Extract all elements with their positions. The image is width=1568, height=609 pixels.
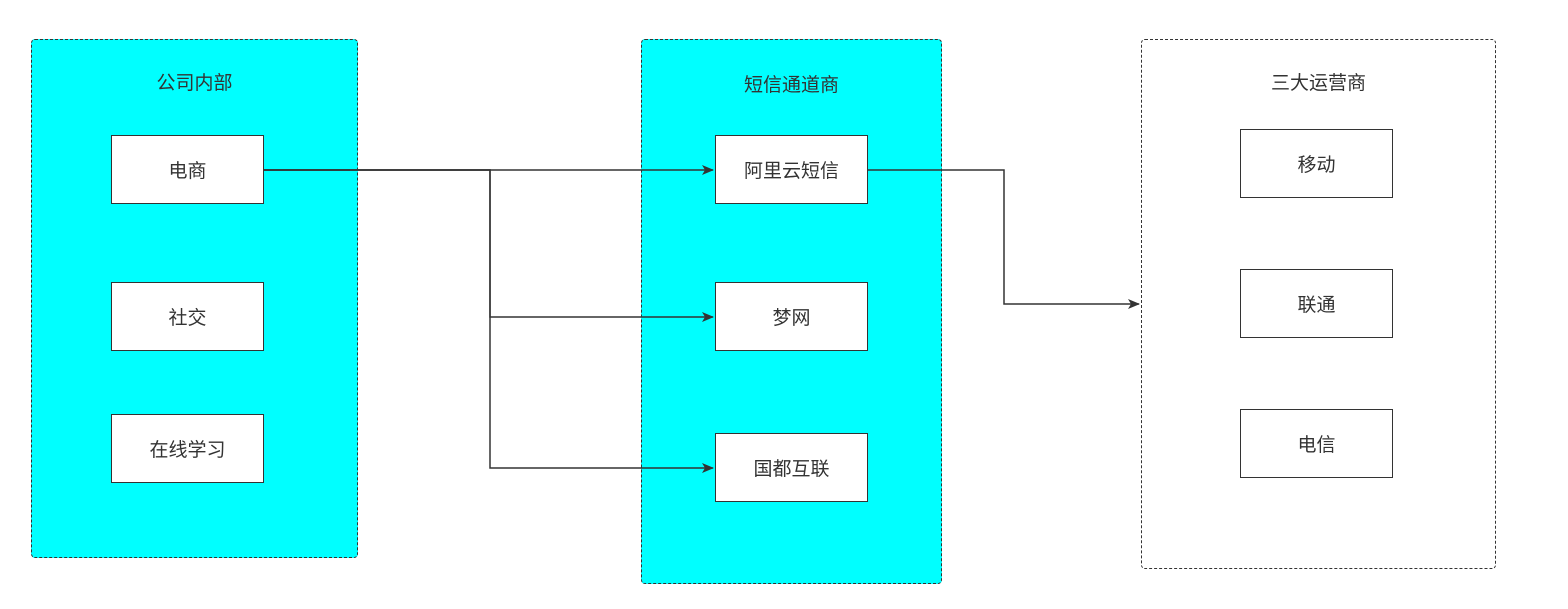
group-title-channels: 短信通道商 xyxy=(743,74,839,96)
node-china-unicom[interactable]: 联通 xyxy=(1240,269,1393,338)
node-social[interactable]: 社交 xyxy=(111,282,264,351)
node-aliyun-sms[interactable]: 阿里云短信 xyxy=(715,135,868,204)
group-title-carriers: 三大运营商 xyxy=(1270,72,1366,94)
node-montnets[interactable]: 梦网 xyxy=(715,282,868,351)
node-china-mobile[interactable]: 移动 xyxy=(1240,129,1393,198)
group-carriers: 三大运营商 xyxy=(1141,39,1496,569)
group-title-internal: 公司内部 xyxy=(156,72,233,94)
node-china-telecom[interactable]: 电信 xyxy=(1240,409,1393,478)
node-guodu[interactable]: 国都互联 xyxy=(715,433,868,502)
node-ecommerce[interactable]: 电商 xyxy=(111,135,264,204)
node-online-learning[interactable]: 在线学习 xyxy=(111,414,264,483)
